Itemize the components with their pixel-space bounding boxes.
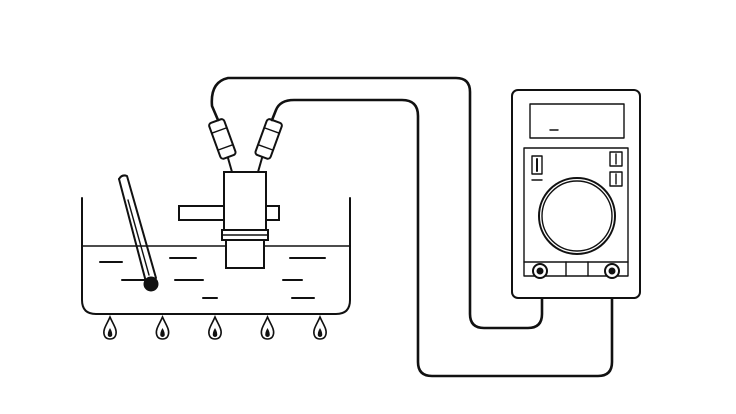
flame-core (107, 328, 113, 337)
wire-right (270, 98, 614, 378)
rotary-dial (538, 177, 616, 255)
water-hatching (99, 257, 326, 299)
flame-core (212, 328, 218, 337)
sensor-probe (178, 118, 283, 269)
sensor-housing (223, 171, 267, 233)
meter-panel (523, 147, 629, 277)
flame-core (265, 328, 270, 337)
thermometer (118, 174, 159, 292)
bath-container (81, 197, 351, 315)
burner-flames (103, 314, 327, 340)
meter-display (529, 103, 625, 139)
switch-left (531, 155, 543, 175)
switch-right-bottom (609, 171, 623, 187)
wires (210, 76, 614, 378)
sensor-body (225, 239, 265, 269)
water-bath (81, 197, 351, 315)
thermometer-bulb (143, 276, 159, 292)
wire-left (210, 76, 544, 330)
multimeter (511, 89, 641, 299)
left-lead-sleeve (208, 118, 237, 160)
flame-core (317, 328, 323, 337)
flame-core (160, 328, 165, 337)
right-lead-sleeve (254, 118, 283, 160)
switch-right-top (609, 151, 623, 167)
